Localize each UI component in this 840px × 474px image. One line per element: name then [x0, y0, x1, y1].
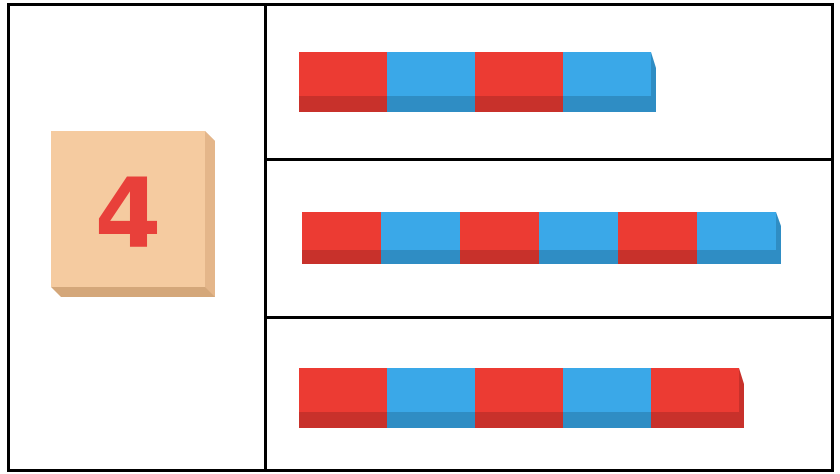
red-bead-3	[475, 368, 563, 428]
blue-bead-2	[381, 212, 460, 264]
blue-bead-4	[539, 212, 618, 264]
blue-bead-4	[563, 52, 651, 112]
number-card: 4	[51, 131, 215, 297]
red-bead-3	[460, 212, 539, 264]
rod-row-2	[302, 212, 782, 265]
number-card-digit: 4	[95, 158, 162, 270]
row-divider-1	[264, 158, 834, 161]
red-bead-3	[475, 52, 563, 112]
blue-bead-4	[563, 368, 651, 428]
blue-bead-2	[387, 52, 475, 112]
column-divider	[264, 3, 267, 472]
rod-end-cap	[776, 212, 781, 264]
rod-row-1	[299, 52, 657, 113]
red-bead-1	[299, 52, 387, 112]
red-bead-5	[651, 368, 739, 428]
red-bead-1	[299, 368, 387, 428]
rod-end-cap	[739, 368, 744, 428]
row-divider-2	[264, 316, 834, 319]
blue-bead-2	[387, 368, 475, 428]
red-bead-1	[302, 212, 381, 264]
red-bead-5	[618, 212, 697, 264]
number-card-side	[205, 131, 215, 297]
blue-bead-6	[697, 212, 776, 264]
rod-end-cap	[651, 52, 656, 112]
rod-row-3	[299, 368, 745, 429]
